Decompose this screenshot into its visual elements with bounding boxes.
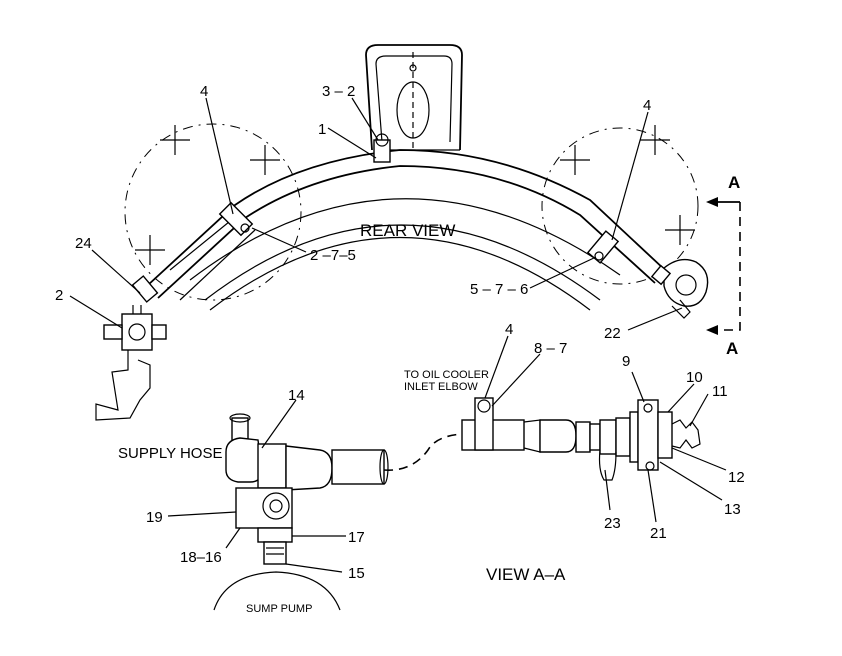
callout-2: 2	[55, 287, 63, 304]
callout-10: 10	[686, 369, 703, 386]
relief-valve-assembly	[461, 397, 701, 481]
view-aa-caption: VIEW A–A	[486, 565, 566, 584]
sump-pump-label: SUMP PUMP	[246, 603, 312, 615]
tube-clamps	[218, 133, 620, 264]
callout-5-7-6: 5 – 7 – 6	[470, 281, 528, 298]
callout-23: 23	[604, 515, 621, 532]
hose-break-line	[383, 433, 463, 471]
block-arch-inner2	[209, 236, 591, 311]
right-flange-fitting	[650, 258, 709, 319]
right-phantom-housing	[541, 127, 699, 285]
block-arch-inner	[204, 224, 601, 301]
callout-21: 21	[650, 525, 667, 542]
callout-8-7: 8 – 7	[534, 340, 567, 357]
callout-15: 15	[348, 565, 365, 582]
oil-cooler-label-line2: INLET ELBOW	[404, 381, 478, 393]
callout-9: 9	[622, 353, 630, 370]
top-bracket	[365, 44, 463, 151]
rear-view-drawing	[69, 44, 741, 421]
callout-24: 24	[75, 235, 92, 252]
section-a-marker	[706, 197, 741, 335]
callout-4-lower: 4	[505, 321, 513, 338]
callout-14: 14	[288, 387, 305, 404]
callout-13: 13	[724, 501, 741, 518]
left-supply-valve	[95, 275, 167, 421]
callout-4-right: 4	[643, 97, 651, 114]
callout-19: 19	[146, 509, 163, 526]
callout-11: 11	[712, 383, 728, 400]
rear-view-caption: REAR VIEW	[360, 221, 455, 240]
view-aa-leaders	[167, 335, 727, 573]
oil-cooler-label-line1: TO OIL COOLER	[404, 369, 489, 381]
centerline-marks	[135, 125, 695, 265]
diagram-labels: REAR VIEW VIEW A–A SUPPLY HOSE SUMP PUMP…	[55, 83, 745, 615]
callout-17: 17	[348, 529, 365, 546]
callout-22: 22	[604, 325, 621, 342]
oil-supply-tube	[147, 149, 666, 301]
callout-4-left: 4	[200, 83, 208, 100]
left-phantom-housing	[124, 123, 302, 301]
callout-2-7-5: 2 –7–5	[310, 247, 356, 264]
callout-12: 12	[728, 469, 745, 486]
view-aa-drawing	[167, 335, 727, 611]
callout-18-16: 18–16	[180, 549, 222, 566]
block-arch-outer	[189, 198, 621, 281]
callout-3-2: 3 – 2	[322, 83, 355, 100]
sump-pump-fittings	[213, 413, 389, 611]
section-a-top-label: A	[728, 173, 740, 192]
rear-view-leaders	[69, 97, 683, 331]
supply-hose-label: SUPPLY HOSE	[118, 445, 223, 462]
section-a-bottom-label: A	[726, 339, 738, 358]
callout-1: 1	[318, 121, 326, 138]
